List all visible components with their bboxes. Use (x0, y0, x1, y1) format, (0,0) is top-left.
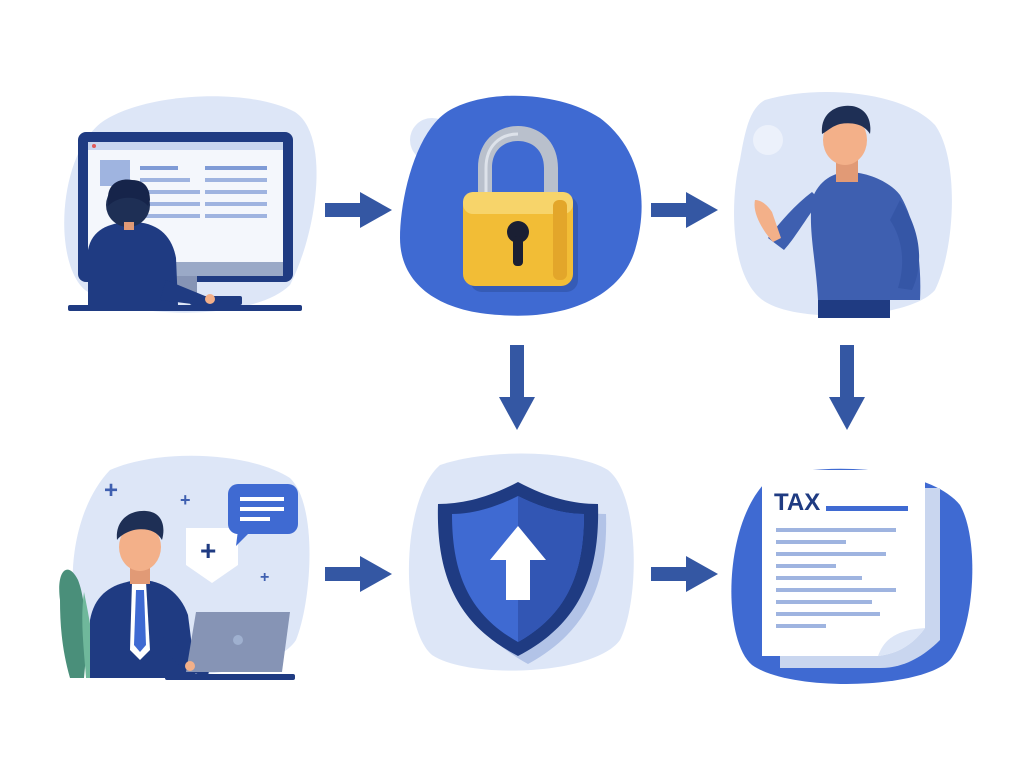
arrow-right-2 (651, 192, 718, 228)
tax-title: TAX (774, 489, 820, 516)
svg-text:+: + (180, 490, 191, 510)
shield-upload-icon (408, 453, 634, 671)
arrow-down-2 (829, 345, 865, 430)
arrow-right-4 (651, 556, 718, 592)
svg-text:+: + (260, 569, 269, 586)
padlock-icon (400, 95, 642, 316)
arrow-right-1 (325, 192, 392, 228)
svg-text:+: + (104, 477, 118, 504)
tax-document-icon: TAX (731, 468, 973, 684)
arrow-right-3 (325, 556, 392, 592)
agent-laptop-icon: + + + + (59, 455, 310, 680)
person-icon (734, 92, 952, 318)
svg-text:+: + (200, 535, 216, 566)
computer-user-icon (64, 96, 317, 313)
arrow-down-1 (499, 345, 535, 430)
